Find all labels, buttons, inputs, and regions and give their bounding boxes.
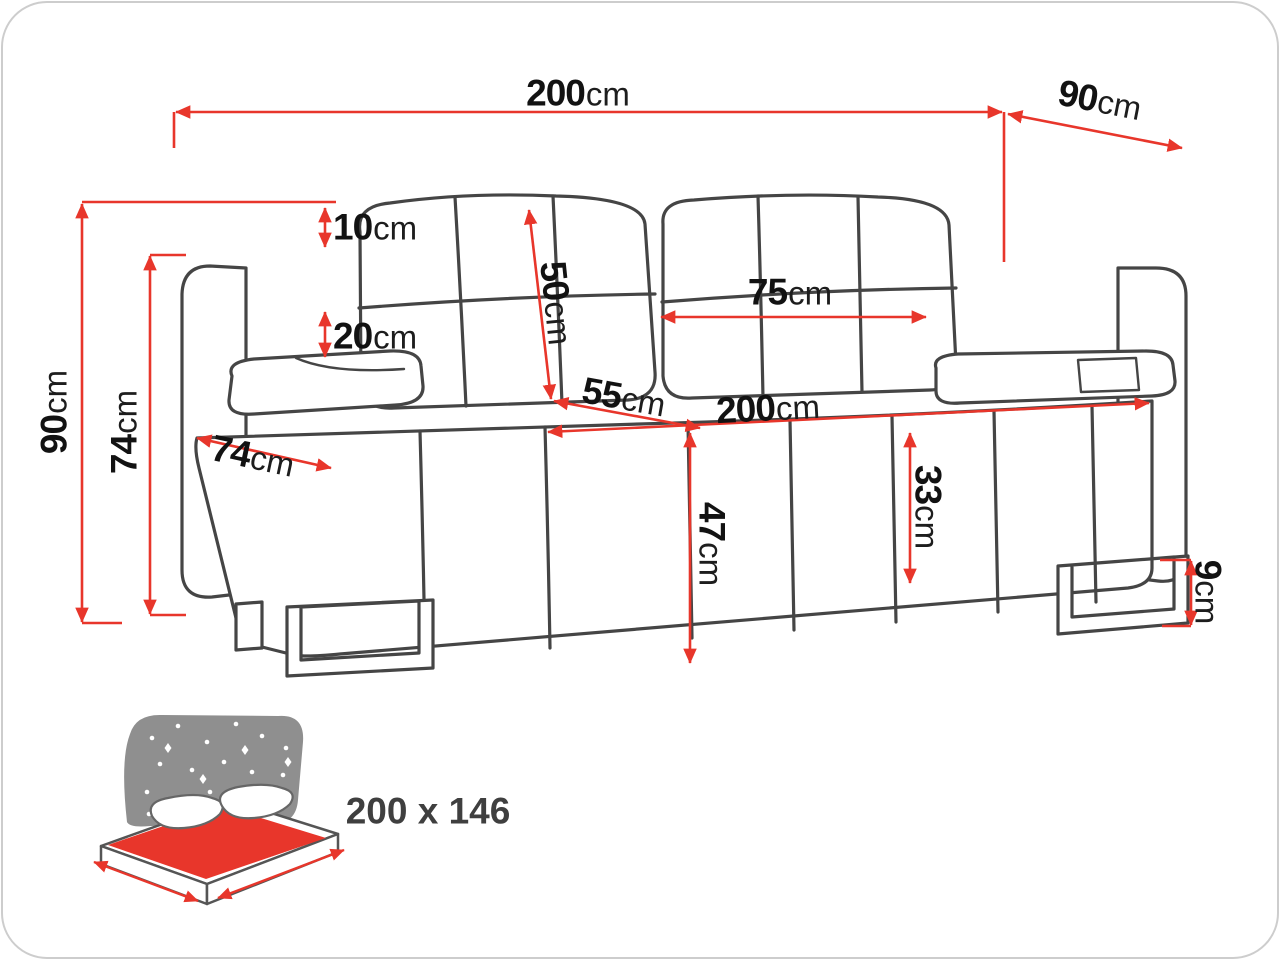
dim-backrest-height: 50cm	[532, 259, 580, 347]
back-cushion-right-tufting	[660, 194, 958, 400]
dim-overall-height: 90cm	[33, 369, 75, 455]
back-cushion-left	[357, 193, 657, 410]
armrest-left-seam	[294, 356, 406, 372]
dim-arm-height: 74cm	[103, 389, 145, 475]
dim-seat-width-unit: cm	[774, 387, 821, 428]
dim-seat-front-depth-value: 55	[579, 369, 625, 417]
dim-back-top-unit: cm	[373, 209, 418, 247]
armrest-right-pad	[933, 349, 1177, 405]
dim-seat-height-unit: cm	[692, 542, 730, 587]
dim-overall-width-value: 200	[526, 72, 586, 114]
sofa-seat-base	[194, 399, 1154, 658]
dim-leg-height: 9cm	[1187, 559, 1229, 625]
sleeping-area-icon	[93, 714, 345, 906]
dim-line-seat-side-depth	[196, 434, 332, 472]
bed-width-arrow	[93, 860, 199, 903]
dim-seat-cushion-height: 33cm	[907, 464, 949, 550]
dim-back-cushion-width: 75cm	[748, 274, 832, 311]
dim-line-seat-width	[547, 396, 1150, 439]
sofa-leg-back-left	[234, 600, 264, 652]
dim-overall-width-unit: cm	[585, 75, 630, 113]
dim-overall-depth-value: 90	[1054, 71, 1102, 120]
sofa-outline	[180, 193, 1190, 678]
dim-line-overall-depth	[1007, 110, 1183, 152]
dim-seat-cushion-height-value: 33	[907, 464, 949, 505]
dim-arm-height-unit: cm	[106, 389, 144, 434]
dim-back-pad-value: 20	[333, 315, 373, 357]
dim-seat-height-value: 47	[691, 501, 733, 542]
dim-back-cushion-width-unit: cm	[788, 274, 833, 312]
dim-arm-height-value: 74	[103, 434, 145, 475]
dim-seat-width: 200cm	[715, 387, 821, 432]
dim-seat-height: 47cm	[691, 501, 733, 587]
dim-back-top-value: 10	[333, 206, 373, 248]
dim-back-top-thickness: 10cm	[333, 209, 417, 246]
dim-seat-width-value: 200	[715, 387, 776, 432]
bed-mattress	[108, 806, 326, 879]
dim-back-pad-unit: cm	[373, 318, 418, 356]
dim-overall-height-unit: cm	[36, 369, 74, 414]
sleeping-area-size: 200 x 146	[345, 790, 511, 832]
dim-backrest-height-value: 50	[532, 259, 578, 303]
armrest-left-pad	[227, 349, 425, 416]
dim-back-pad-thickness: 20cm	[333, 318, 417, 355]
dim-seat-cushion-height-unit: cm	[908, 505, 946, 550]
sofa-leg-front-left	[285, 598, 435, 678]
dim-leg-height-unit: cm	[1188, 580, 1226, 625]
dim-back-cushion-width-value: 75	[747, 271, 788, 313]
dim-line-backrest-height	[523, 209, 557, 400]
dimension-lines	[75, 105, 1198, 664]
bed-length-arrow	[217, 848, 345, 900]
dim-overall-height-value: 90	[33, 414, 75, 455]
dim-backrest-height-unit: cm	[537, 299, 579, 347]
bed-pillow-right	[218, 783, 294, 820]
dim-leg-height-value: 9	[1187, 559, 1229, 580]
dim-overall-width: 200cm	[526, 75, 630, 112]
armrest-right-detail	[1076, 356, 1141, 394]
dim-seat-front-depth-unit: cm	[618, 379, 669, 424]
